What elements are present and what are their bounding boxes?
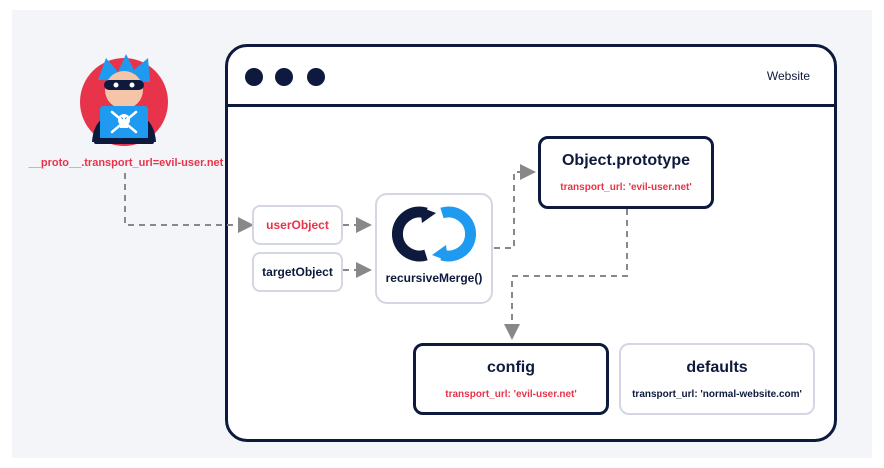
object-prototype-box: Object.prototype transport_url: 'evil-us… — [538, 136, 714, 209]
arrow-merge-to-prototype — [494, 164, 536, 249]
user-object-box: userObject — [252, 205, 343, 245]
defaults-value: transport_url: 'normal-website.com' — [632, 388, 802, 400]
arrow-prototype-to-config — [504, 209, 628, 340]
object-prototype-title: Object.prototype — [561, 152, 690, 169]
user-object-label: userObject — [266, 218, 329, 232]
window-titlebar: Website — [228, 47, 834, 107]
recursive-merge-box: recursiveMerge() — [375, 193, 493, 304]
object-prototype-value: transport_url: 'evil-user.net' — [560, 182, 692, 193]
config-title: config — [487, 358, 535, 376]
target-object-box: targetObject — [252, 252, 343, 292]
defaults-box: defaults transport_url: 'normal-website.… — [619, 343, 815, 415]
target-object-label: targetObject — [262, 265, 333, 279]
window-dot-1 — [245, 68, 263, 86]
window-title: Website — [766, 69, 810, 83]
attack-payload: __proto__.transport_url=evil-user.net — [28, 157, 224, 169]
config-value: transport_url: 'evil-user.net' — [445, 388, 577, 400]
window-dot-3 — [307, 68, 325, 86]
defaults-title: defaults — [686, 358, 748, 376]
arrow-payload-to-userobject — [124, 173, 254, 233]
attacker-icon — [80, 54, 168, 146]
config-box: config transport_url: 'evil-user.net' — [413, 343, 609, 415]
merge-cycle-icon — [391, 206, 477, 262]
recursive-merge-label: recursiveMerge() — [385, 271, 483, 285]
window-dot-2 — [275, 68, 293, 86]
